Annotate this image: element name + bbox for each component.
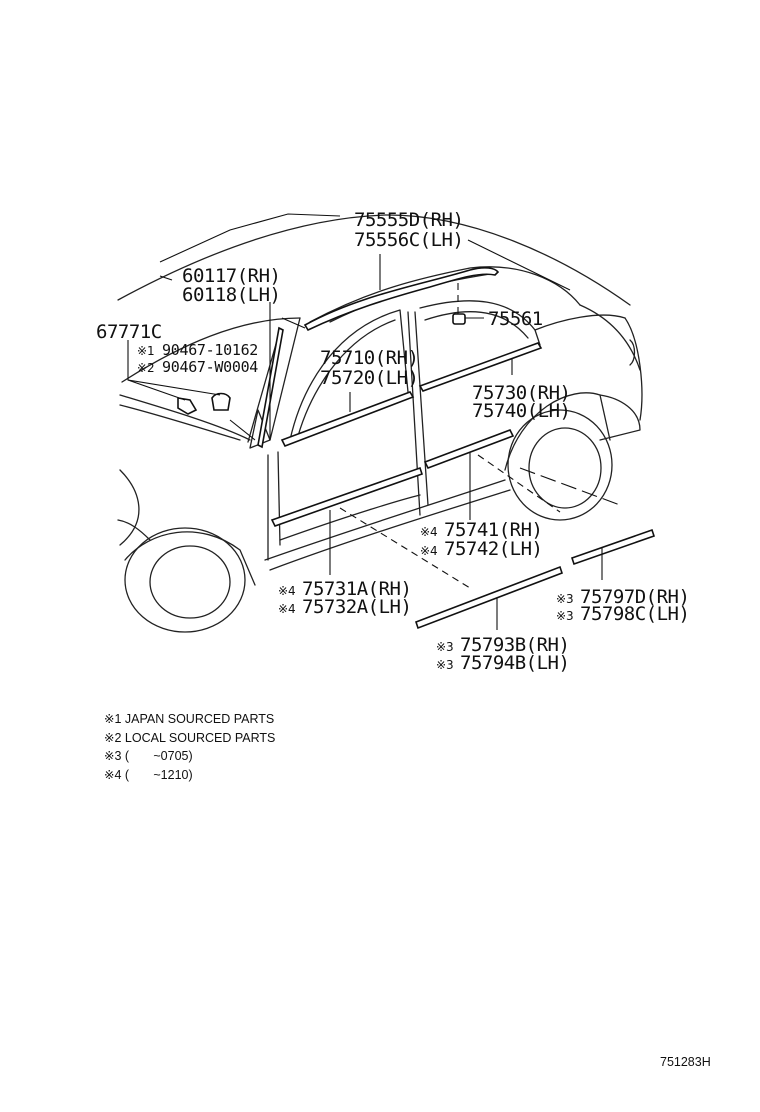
callout-75556C: 75556C(LH) [354,229,463,251]
front-door-side-molding [270,466,424,527]
callout-75742-mark: ※4 [420,544,438,558]
callout-75794B: 75794B(LH) [460,652,569,674]
roof-clip-75561 [452,313,466,325]
loose-front-door-molding [414,565,564,630]
callout-75793B-mark: ※3 [436,640,454,654]
callout-90467-W0004-mark: ※2 [137,361,155,375]
car-body-illustration [117,214,643,633]
footnotes: ※1 JAPAN SOURCED PARTS ※2 LOCAL SOURCED … [104,710,275,784]
callout-90467-W0004: 90467-W0004 [162,358,258,376]
callout-75797D-mark: ※3 [556,592,574,606]
clip-fasteners [177,392,231,415]
footnote-date-range-1210: ※4 ( ~1210) [104,767,193,782]
callout-75731A-mark: ※4 [278,584,296,598]
callout-labels: 75555D(RH) 75556C(LH) 60117(RH) 60118(LH… [96,209,690,674]
callout-75794B-mark: ※3 [436,658,454,672]
callout-75732A-mark: ※4 [278,602,296,616]
callout-90467-10162-mark: ※1 [137,344,155,358]
callout-75798C: 75798C(LH) [580,603,689,625]
callout-75710: 75710(RH) [320,347,418,369]
rear-door-belt-molding [418,342,543,392]
callout-75741: 75741(RH) [444,519,542,541]
callout-75731A: 75731A(RH) [302,578,411,600]
callout-60118: 60118(LH) [182,284,280,306]
callout-75797D: 75797D(RH) [580,586,689,608]
callout-75741-mark: ※4 [420,525,438,539]
callout-75732A: 75732A(LH) [302,596,411,618]
callout-75742: 75742(LH) [444,538,542,560]
callout-90467-10162: 90467-10162 [162,341,258,359]
callout-60117: 60117(RH) [182,265,280,287]
front-door-belt-molding [280,391,415,448]
callout-75730: 75730(RH) [472,382,570,404]
loose-rear-door-molding [570,528,656,566]
leader-lines [127,213,621,630]
callout-75555D: 75555D(RH) [354,209,463,231]
footnote-date-range-0705: ※3 ( ~0705) [104,749,193,763]
footnote-local-sourced: ※2 LOCAL SOURCED PARTS [104,730,276,745]
callout-75798C-mark: ※3 [556,609,574,623]
illustration-reference-number: 751283H [660,1055,711,1069]
callout-75740: 75740(LH) [472,400,570,422]
callout-75793B: 75793B(RH) [460,634,569,656]
callout-67771C: 67771C [96,321,162,343]
footnote-japan-sourced: ※1 JAPAN SOURCED PARTS [104,712,275,726]
rear-door-side-molding [423,428,515,470]
roof-drip-molding [303,267,500,332]
callout-75720: 75720(LH) [320,367,418,389]
callout-75561: 75561 [488,308,543,330]
